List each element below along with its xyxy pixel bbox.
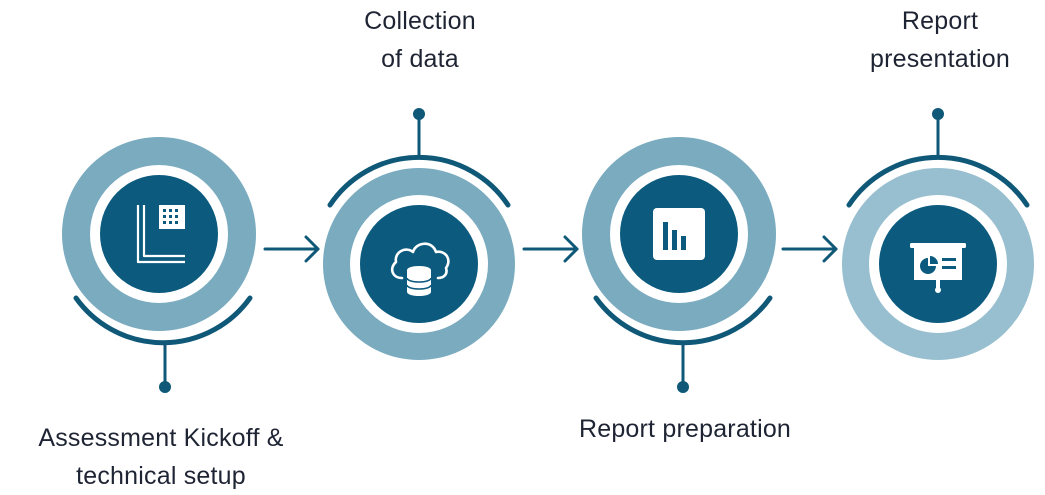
step-2-label-line-2: of data: [381, 45, 459, 73]
step-1-label-line-1: Assessment Kickoff &: [38, 424, 284, 452]
step-4-label-line-1: Report: [901, 7, 979, 35]
step-3-node: [582, 137, 776, 393]
step-4-node: [842, 108, 1034, 360]
step-2-connector-dot: [413, 108, 425, 120]
arrow-2: [522, 235, 579, 263]
step-1-label-line-2: technical setup: [76, 462, 246, 490]
step-3-label-line-1: Report preparation: [578, 415, 792, 443]
step-1-label: Assessment Kickoff & technical setup: [0, 419, 322, 495]
step-3-connector-dot: [677, 381, 689, 393]
step-1-inner-circle: [100, 175, 218, 293]
building-icon: [136, 205, 185, 264]
step-4-connector-dot: [932, 108, 944, 120]
step-2-label: Collection of data: [300, 2, 540, 78]
bar-chart-icon: [653, 208, 705, 260]
arrow-3: [781, 235, 838, 263]
step-4-label-line-2: presentation: [870, 45, 1010, 73]
step-2-label-line-1: Collection: [364, 7, 476, 35]
cloud-database-icon: [390, 242, 450, 296]
step-4-label: Report presentation: [820, 2, 1045, 78]
step-2-node: [323, 108, 515, 360]
presentation-board-icon: [910, 243, 966, 293]
step-1-node: [62, 137, 256, 393]
step-1-arc: [73, 295, 253, 346]
step-2-inner-circle: [360, 205, 478, 323]
step-1-connector-dot: [159, 381, 171, 393]
step-3-label: Report preparation: [530, 410, 840, 448]
arrow-1: [263, 235, 320, 263]
